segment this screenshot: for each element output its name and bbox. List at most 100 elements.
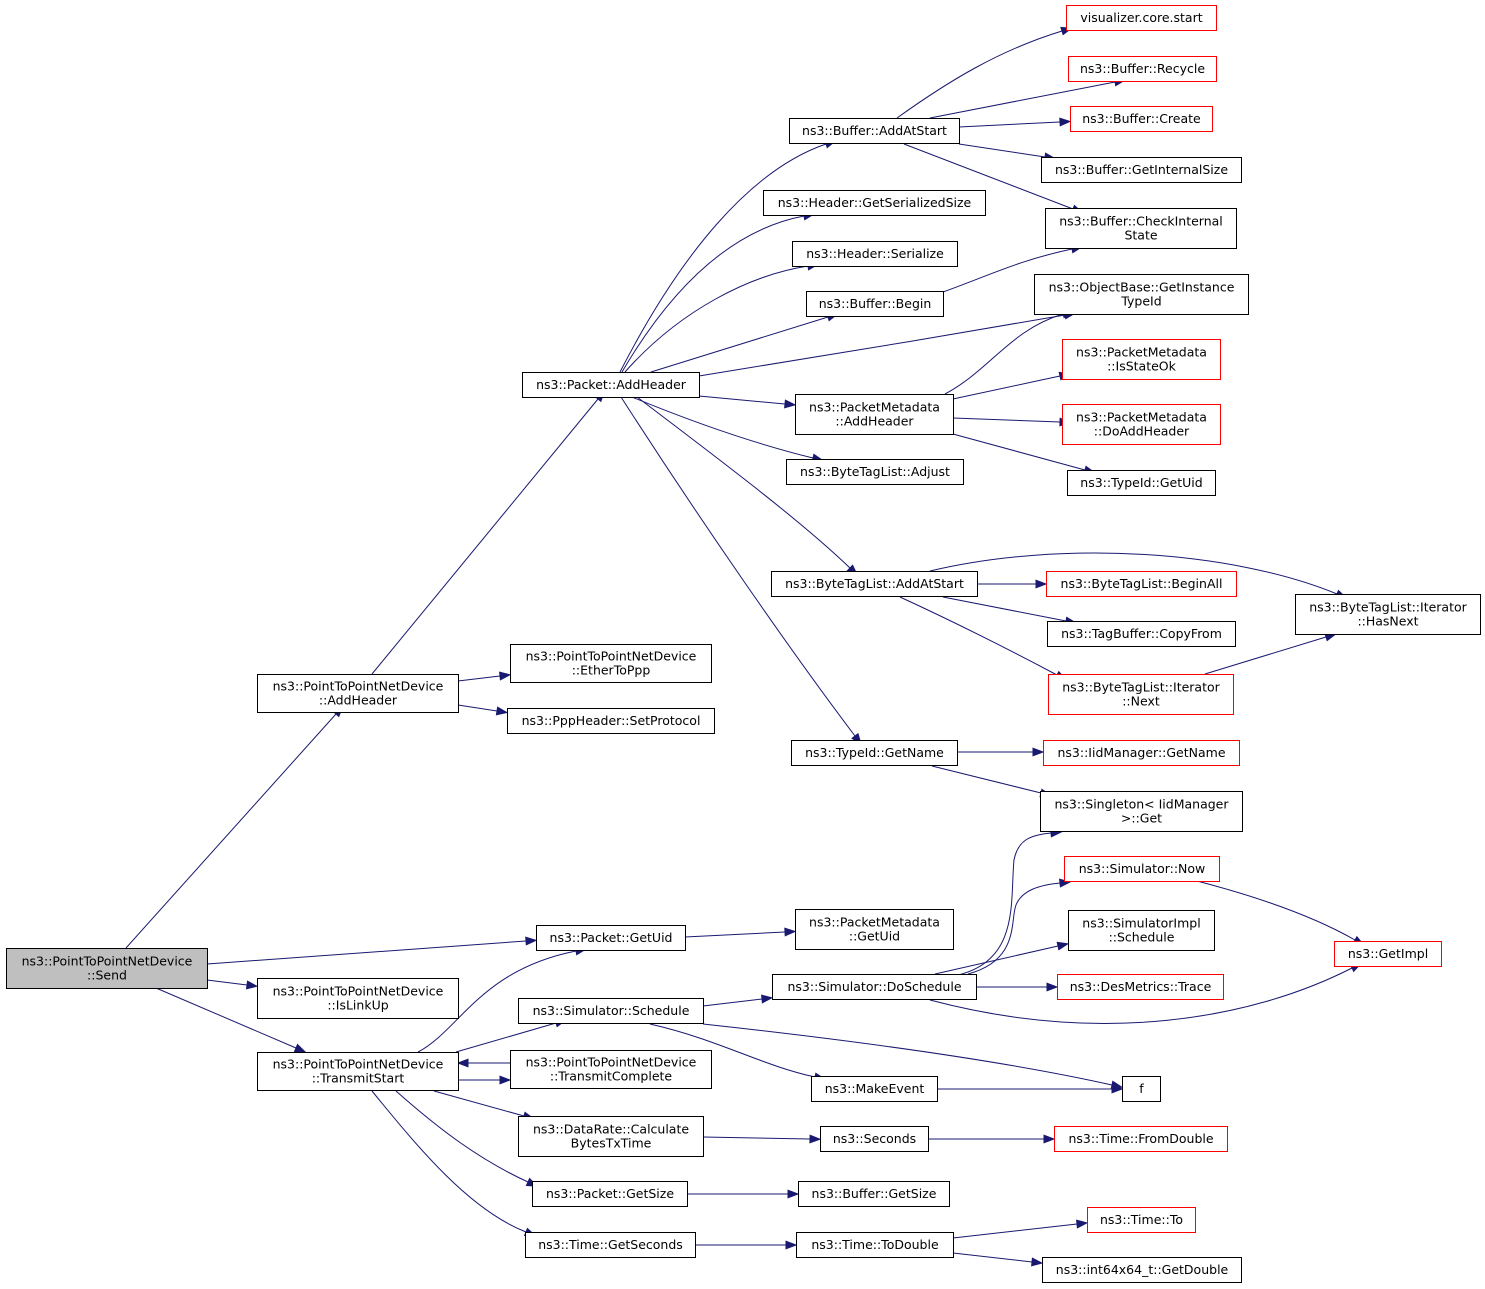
- node-pm_isstateok[interactable]: ns3::PacketMetadata::IsStateOk: [1062, 339, 1221, 380]
- node-box: [1068, 910, 1215, 951]
- node-send[interactable]: ns3::PointToPointNetDevice::Send: [6, 948, 208, 989]
- edge-sim_doschedule-to-singleton_get: [957, 828, 1063, 976]
- edge-addheader_p2p-to-ethertoppp: [457, 671, 512, 682]
- node-label: ::AddHeader: [835, 414, 914, 429]
- node-box: [1054, 1126, 1228, 1152]
- node-btl_beginall[interactable]: ns3::ByteTagList::BeginAll: [1046, 571, 1237, 597]
- node-sim_schedule[interactable]: ns3::Simulator::Schedule: [518, 998, 704, 1024]
- node-simimpl_schedule[interactable]: ns3::SimulatorImpl::Schedule: [1068, 910, 1215, 951]
- node-transmitstart[interactable]: ns3::PointToPointNetDevice::TransmitStar…: [257, 1052, 459, 1091]
- node-time_getseconds[interactable]: ns3::Time::GetSeconds: [525, 1232, 696, 1258]
- node-header_serialize[interactable]: ns3::Header::Serialize: [792, 241, 958, 267]
- node-iidmanager_getname[interactable]: ns3::IidManager::GetName: [1043, 740, 1240, 766]
- edge-line: [929, 552, 1338, 595]
- node-box: [1047, 621, 1236, 647]
- edge-line: [684, 931, 786, 938]
- node-label: ns3::PacketMetadata: [809, 400, 940, 415]
- edge-packet_addheader-to-pm_addheader: [698, 395, 797, 409]
- node-tagbuffer_copyfrom[interactable]: ns3::TagBuffer::CopyFrom: [1047, 621, 1236, 647]
- node-singleton_get[interactable]: ns3::Singleton< IidManager>::Get: [1040, 791, 1243, 832]
- edge-buffer_addatstart-to-viz_start: [896, 26, 1073, 119]
- node-setprotocol[interactable]: ns3::PppHeader::SetProtocol: [507, 708, 715, 734]
- node-box: [1042, 1257, 1242, 1283]
- edge-buffer_addatstart-to-buffer_getinternalsize: [958, 143, 1057, 162]
- edge-line: [952, 1252, 1033, 1263]
- node-packet_getuid[interactable]: ns3::Packet::GetUid: [536, 925, 686, 951]
- edge-line: [702, 1136, 811, 1140]
- node-label: ns3::Packet::GetSize: [546, 1186, 674, 1201]
- edge-buffer_addatstart-to-buffer_create: [958, 117, 1072, 128]
- node-label: ns3::PointToPointNetDevice: [22, 954, 193, 969]
- node-pm_doaddheader[interactable]: ns3::PacketMetadata::DoAddHeader: [1062, 404, 1221, 445]
- node-box: [798, 1181, 950, 1207]
- node-sim_now[interactable]: ns3::Simulator::Now: [1064, 856, 1220, 882]
- node-time_fromdouble[interactable]: ns3::Time::FromDouble: [1054, 1126, 1228, 1152]
- edge-line: [371, 398, 599, 675]
- node-ethertoppp[interactable]: ns3::PointToPointNetDevice::EtherToPpp: [510, 644, 712, 683]
- edge-line: [457, 704, 498, 712]
- node-getimpl[interactable]: ns3::GetImpl: [1334, 941, 1442, 967]
- node-packet_addheader[interactable]: ns3::Packet::AddHeader: [522, 372, 700, 398]
- edge-transmitstart-to-packet_getsize: [395, 1090, 539, 1187]
- edge-line: [903, 143, 1074, 210]
- node-typeid_getuid[interactable]: ns3::TypeId::GetUid: [1067, 470, 1216, 496]
- node-viz_start[interactable]: visualizer.core.start: [1066, 5, 1217, 31]
- edge-addheader_p2p-to-setprotocol: [457, 704, 509, 716]
- edge-pm_addheader-to-pm_doaddheader: [952, 417, 1072, 427]
- node-time_to[interactable]: ns3::Time::To: [1087, 1207, 1196, 1233]
- node-buffer_addatstart[interactable]: ns3::Buffer::AddAtStart: [789, 118, 960, 144]
- node-typeid_getname[interactable]: ns3::TypeId::GetName: [791, 740, 958, 766]
- node-buffer_getsize[interactable]: ns3::Buffer::GetSize: [798, 1181, 950, 1207]
- node-pm_addheader[interactable]: ns3::PacketMetadata::AddHeader: [795, 394, 954, 435]
- node-box: [1057, 974, 1224, 1000]
- node-buffer_create[interactable]: ns3::Buffer::Create: [1070, 106, 1213, 132]
- node-time_todouble[interactable]: ns3::Time::ToDouble: [796, 1232, 954, 1258]
- node-label: ns3::Buffer::Recycle: [1080, 61, 1205, 76]
- node-label: ::GetUid: [849, 929, 900, 944]
- node-header_getsersize[interactable]: ns3::Header::GetSerializedSize: [763, 190, 986, 216]
- node-label: ns3::Buffer::CheckInternal: [1059, 214, 1223, 229]
- node-pm_getuid[interactable]: ns3::PacketMetadata::GetUid: [795, 909, 954, 950]
- node-box: [789, 118, 960, 144]
- edge-packet_addheader-to-btl_adjust: [631, 396, 825, 463]
- node-int64_getdouble[interactable]: ns3::int64x64_t::GetDouble: [1042, 1257, 1242, 1283]
- node-box: [1070, 106, 1213, 132]
- node-box: [1087, 1207, 1196, 1233]
- node-sim_doschedule[interactable]: ns3::Simulator::DoSchedule: [772, 974, 977, 1000]
- edge-time_todouble-to-time_to: [952, 1219, 1089, 1239]
- edge-sim_doschedule-to-sim_now: [967, 878, 1072, 975]
- node-label: ns3::PacketMetadata: [1076, 410, 1207, 425]
- node-label: ns3::TagBuffer::CopyFrom: [1061, 626, 1222, 641]
- node-box: [1045, 208, 1237, 249]
- node-seconds[interactable]: ns3::Seconds: [820, 1126, 929, 1152]
- node-transmitcomplete[interactable]: ns3::PointToPointNetDevice::TransmitComp…: [510, 1050, 712, 1089]
- arrowhead-icon: [761, 994, 774, 1004]
- node-packet_getsize[interactable]: ns3::Packet::GetSize: [532, 1181, 688, 1207]
- edge-typeid_getname-to-singleton_get: [931, 765, 1053, 798]
- call-nodes: ns3::PointToPointNetDevice::Sendns3::Poi…: [6, 5, 1481, 1283]
- node-btl_adjust[interactable]: ns3::ByteTagList::Adjust: [786, 459, 964, 485]
- node-buffer_begin[interactable]: ns3::Buffer::Begin: [806, 291, 944, 317]
- node-btl_iter_next[interactable]: ns3::ByteTagList::Iterator::Next: [1048, 674, 1234, 715]
- edge-line: [621, 215, 805, 373]
- arrowhead-icon: [1043, 1134, 1056, 1144]
- node-label: ns3::PacketMetadata: [1076, 345, 1207, 360]
- node-makeevent[interactable]: ns3::MakeEvent: [811, 1076, 938, 1102]
- node-islinkup[interactable]: ns3::PointToPointNetDevice::IsLinkUp: [257, 978, 459, 1019]
- node-box: [791, 740, 958, 766]
- node-desmetrics_trace[interactable]: ns3::DesMetrics::Trace: [1057, 974, 1224, 1000]
- node-addheader_p2p[interactable]: ns3::PointToPointNetDevice::AddHeader: [257, 674, 459, 713]
- node-f[interactable]: f: [1122, 1076, 1161, 1102]
- node-buffer_recycle[interactable]: ns3::Buffer::Recycle: [1068, 56, 1217, 82]
- edge-line: [942, 596, 1067, 622]
- node-label: ns3::Buffer::AddAtStart: [802, 123, 947, 138]
- node-buffer_getinternalsize[interactable]: ns3::Buffer::GetInternalSize: [1041, 157, 1242, 183]
- node-box: [510, 644, 712, 683]
- node-label: ns3::Header::GetSerializedSize: [778, 195, 972, 210]
- node-btl_addatstart[interactable]: ns3::ByteTagList::AddAtStart: [771, 571, 978, 597]
- node-label: ns3::DesMetrics::Trace: [1070, 979, 1212, 994]
- node-btl_iter_hasnext[interactable]: ns3::ByteTagList::Iterator::HasNext: [1295, 594, 1481, 635]
